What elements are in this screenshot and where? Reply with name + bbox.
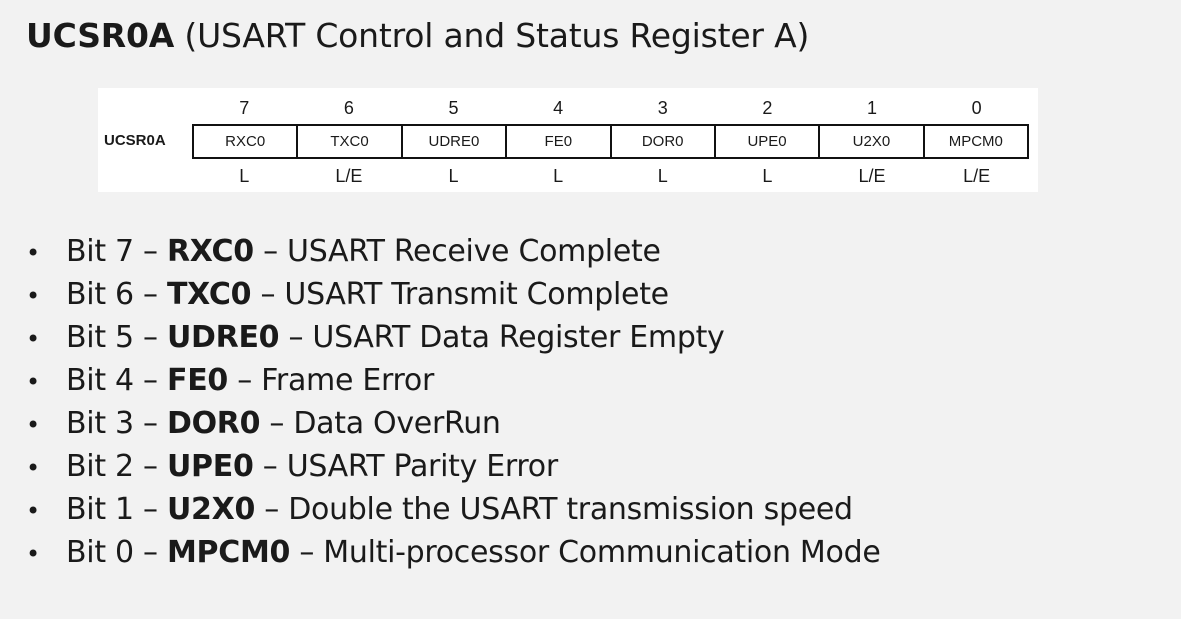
bit-access: L [762, 165, 773, 186]
bit-number: 6 [343, 97, 354, 118]
bit-label: Bit 0 [66, 535, 134, 570]
list-item: • Bit 2 – UPE0 – USART Parity Error [26, 445, 880, 488]
separator: – [133, 535, 167, 570]
separator: – [253, 449, 287, 484]
bit-access: L [657, 165, 668, 186]
bit-access: L/E [963, 165, 991, 186]
bit-access-row: L L/E L L L L L/E L/E [192, 164, 1029, 188]
separator: – [133, 406, 167, 441]
bit-description-list: • Bit 7 – RXC0 – USART Receive Complete •… [26, 230, 881, 574]
bit-number: 4 [553, 97, 564, 118]
separator: – [260, 406, 294, 441]
list-item: • Bit 1 – U2X0 – Double the USART transmi… [26, 488, 880, 531]
page-title: UCSR0A (USART Control and Status Registe… [26, 14, 809, 58]
separator: – [133, 449, 167, 484]
bit-cell: TXC0 [296, 126, 400, 157]
bit-name: MPCM0 [167, 535, 291, 570]
bullet-icon: • [26, 497, 40, 525]
separator: – [133, 277, 167, 312]
bit-name: UDRE0 [167, 320, 280, 355]
list-item: • Bit 0 – MPCM0 – Multi-processor Communi… [26, 531, 881, 574]
bit-number-row: 7 6 5 4 3 2 1 0 [192, 96, 1029, 120]
bit-description: Frame Error [261, 363, 434, 398]
bit-number: 5 [448, 97, 459, 118]
bit-access: L [448, 165, 459, 186]
bit-description: Multi-processor Communication Mode [323, 535, 881, 570]
bit-number: 7 [239, 97, 250, 118]
bit-name: U2X0 [167, 492, 256, 527]
list-item: • Bit 3 – DOR0 – Data OverRun [26, 402, 880, 445]
bullet-icon: • [26, 282, 40, 310]
list-item: • Bit 6 – TXC0 – USART Transmit Complete [26, 273, 880, 316]
bit-cell: U2X0 [818, 126, 922, 157]
bit-number: 3 [657, 97, 668, 118]
bit-name: TXC0 [167, 277, 252, 312]
bit-cell: RXC0 [225, 133, 266, 150]
bit-name: FE0 [167, 363, 228, 398]
bit-access: L/E [858, 165, 886, 186]
bit-number: 1 [867, 97, 878, 118]
bit-description: Double the USART transmission speed [288, 492, 853, 527]
separator: – [255, 492, 289, 527]
bit-cell: MPCM0 [922, 126, 1027, 157]
bit-label: Bit 3 [66, 406, 134, 441]
bit-label: Bit 4 [66, 363, 134, 398]
register-diagram: UCSR0A 7 6 5 4 3 2 1 0 RXC0 TXC0 UDRE0 F… [98, 88, 1038, 192]
separator: – [133, 320, 167, 355]
bullet-icon: • [26, 368, 40, 396]
bit-name: DOR0 [167, 406, 261, 441]
title-description: (USART Control and Status Register A) [174, 16, 810, 55]
list-item: • Bit 4 – FE0 – Frame Error [26, 359, 880, 402]
bit-cell: UDRE0 [400, 126, 505, 157]
separator: – [290, 535, 324, 570]
bit-name: RXC0 [167, 234, 254, 269]
separator: – [133, 363, 167, 398]
bit-cell: UPE0 [713, 126, 818, 157]
separator: – [227, 363, 262, 398]
bit-access: L [239, 165, 250, 186]
bullet-icon: • [26, 325, 40, 353]
bit-access: L/E [335, 165, 363, 186]
bit-cell: DOR0 [609, 126, 714, 157]
bit-label: Bit 2 [66, 449, 134, 484]
bit-description: USART Data Register Empty [312, 320, 725, 355]
bit-label: Bit 5 [66, 320, 134, 355]
separator: – [133, 234, 167, 269]
bit-label: Bit 6 [66, 277, 134, 312]
bit-description: USART Receive Complete [287, 234, 661, 269]
bit-number: 0 [971, 97, 982, 118]
bullet-icon: • [26, 411, 40, 439]
bit-label: Bit 7 [66, 234, 134, 269]
register-label: UCSR0A [104, 132, 166, 149]
bullet-icon: • [26, 540, 40, 568]
separator: – [253, 234, 288, 269]
bit-name: UPE0 [167, 449, 254, 484]
separator: – [279, 320, 313, 355]
bit-description: Data OverRun [293, 406, 501, 441]
bit-cell: FE0 [505, 126, 609, 157]
bit-label: Bit 1 [66, 492, 134, 527]
separator: – [133, 492, 167, 527]
bullet-icon: • [26, 239, 40, 267]
bit-description: USART Transmit Complete [284, 277, 669, 312]
title-register-name: UCSR0A [26, 16, 175, 55]
list-item: • Bit 5 – UDRE0 – USART Data Register Emp… [26, 316, 880, 359]
list-item: • Bit 7 – RXC0 – USART Receive Complete [26, 230, 880, 273]
bit-access: L [553, 165, 564, 186]
bit-number: 2 [762, 97, 773, 118]
bullet-icon: • [26, 454, 40, 482]
separator: – [251, 277, 285, 312]
bit-description: USART Parity Error [286, 449, 558, 484]
bit-name-row: RXC0 TXC0 UDRE0 FE0 DOR0 UPE0 U2X0 MPCM0 [192, 124, 1029, 159]
